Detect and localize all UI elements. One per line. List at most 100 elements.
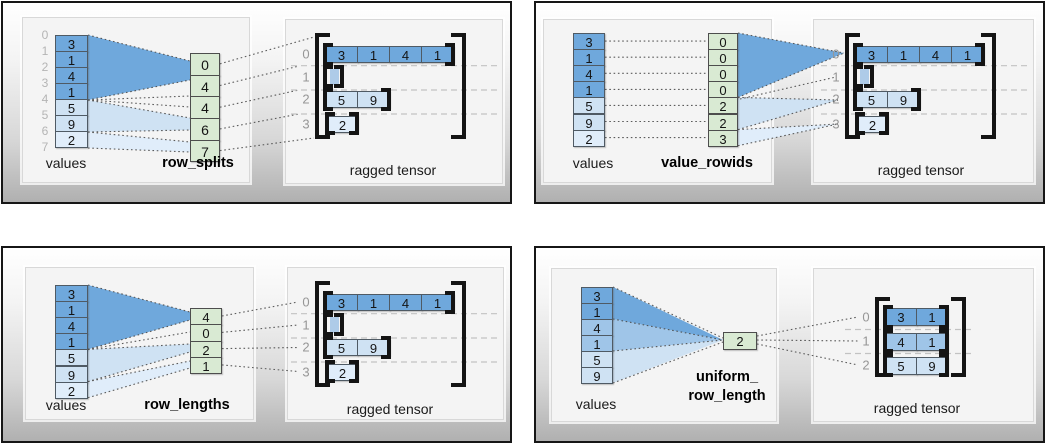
values-cell: 3 [573,33,605,51]
tensor-row-bracket-left [323,335,333,359]
ragged-tensor-label: ragged tensor [349,162,437,178]
method-cell: 2 [190,340,222,358]
tensor-cell: 1 [421,294,454,311]
tensor-row-index: 0 [832,46,840,62]
method-cell: 4 [190,74,220,98]
tensor-row-bracket-right [381,87,391,111]
tensor-row-bracket-left [853,42,863,66]
method-label: uniform_ [695,369,759,385]
values-cell: 5 [55,349,88,367]
values-cell: 4 [573,65,605,83]
tensor-cell: 1 [357,46,390,63]
tensor-row-bracket-right [879,112,889,135]
values-index-label: 0 [41,28,49,42]
tensor-row-bracket-left [855,112,865,135]
values-cell: 1 [581,303,613,320]
method-cell: 0 [190,53,220,76]
tensor-row-bracket-right [975,42,985,66]
tensor-row-index: 0 [862,309,870,324]
tensor-empty-cell [330,316,339,333]
tensor-row-index: 3 [302,364,310,379]
method-cell: 7 [190,139,220,163]
tensor-cell: 1 [357,294,390,311]
ragged-tensor-label: ragged tensor [346,401,434,417]
values-cell: 2 [573,129,605,147]
tensor-cell: 4 [389,46,422,63]
method-cell: 0 [708,33,738,51]
tensor-outer-bracket-right [451,33,466,139]
method-cell: 2 [708,97,738,115]
values-cell: 1 [573,49,605,67]
values-label: values [572,155,614,171]
tensor-row-index: 2 [832,91,840,107]
values-label: values [45,155,87,171]
tensor-row-bracket-left [323,65,333,88]
values-index-label: 3 [41,76,49,91]
method-label: row_lengths [144,397,230,413]
tensor-row-index: 2 [302,91,310,107]
tensor-cell: 4 [389,294,422,311]
tensor-row-index: 3 [832,116,840,131]
tensor-row-bracket-right [911,87,921,111]
tensor-row-bracket-right [349,360,359,383]
values-index-label: 4 [41,92,49,107]
tensor-row-bracket-left [325,112,335,135]
values-cell: 1 [55,83,88,101]
tensor-row-bracket-right [939,353,949,377]
tensor-outer-bracket-left [875,297,890,377]
method-cell: 0 [190,324,222,342]
tensor-outer-bracket-right [981,33,996,139]
values-cell: 4 [581,319,613,336]
values-cell: 5 [581,351,613,368]
tensor-row-index: 1 [302,317,310,332]
tensor-row-bracket-left [323,87,333,111]
ragged-tensor-label: ragged tensor [873,400,961,416]
tensor-cell: 1 [887,46,920,63]
tensor-row-index: 1 [302,69,310,84]
values-index-label: 6 [41,124,49,139]
values-cell: 1 [55,301,88,319]
tensor-row-index: 3 [302,116,310,131]
tensor-row-bracket-right [864,65,874,88]
tensor-row-bracket-right [334,313,344,336]
tensor-row-bracket-right [334,65,344,88]
tensor-outer-bracket-right [451,281,466,387]
values-cell: 1 [55,333,88,351]
tensor-cell: 1 [916,332,948,351]
tensor-row-index: 1 [862,333,870,349]
values-cell: 5 [573,97,605,115]
tensor-row-bracket-left [323,290,333,314]
tensor-outer-bracket-right [951,297,966,377]
tensor-cell: 9 [887,91,920,108]
values-cell: 9 [573,113,605,131]
method-cell: 2 [708,113,738,131]
values-label: values [45,397,87,413]
values-cell: 9 [581,367,613,384]
tensor-row-bracket-right [939,304,949,329]
tensor-row-index: 2 [302,339,310,355]
method-cell: 4 [190,96,220,120]
tensor-empty-cell [860,68,869,85]
values-cell: 4 [55,67,88,85]
tensor-row-index: 0 [302,46,310,62]
tensor-outer-bracket-left [315,281,330,387]
method-label: row_splits [162,155,234,171]
tensor-row-bracket-right [445,42,455,66]
values-index-label: 1 [41,44,49,59]
values-cell: 5 [55,99,88,117]
values-cell: 3 [581,287,613,304]
method-cell: 3 [708,129,738,147]
method-cell: 0 [708,81,738,99]
tensor-row-bracket-right [349,112,359,135]
method-cell: 0 [708,65,738,83]
values-cell: 1 [55,51,88,69]
method-cell: 4 [190,308,222,326]
tensor-cell: 4 [919,46,952,63]
values-label: values [575,396,617,412]
tensor-outer-bracket-left [315,33,330,139]
method-cell: 6 [190,118,220,141]
tensor-row-bracket-left [325,360,335,383]
method-cell: 0 [708,49,738,67]
values-cell: 3 [55,35,88,53]
values-cell: 1 [573,81,605,99]
